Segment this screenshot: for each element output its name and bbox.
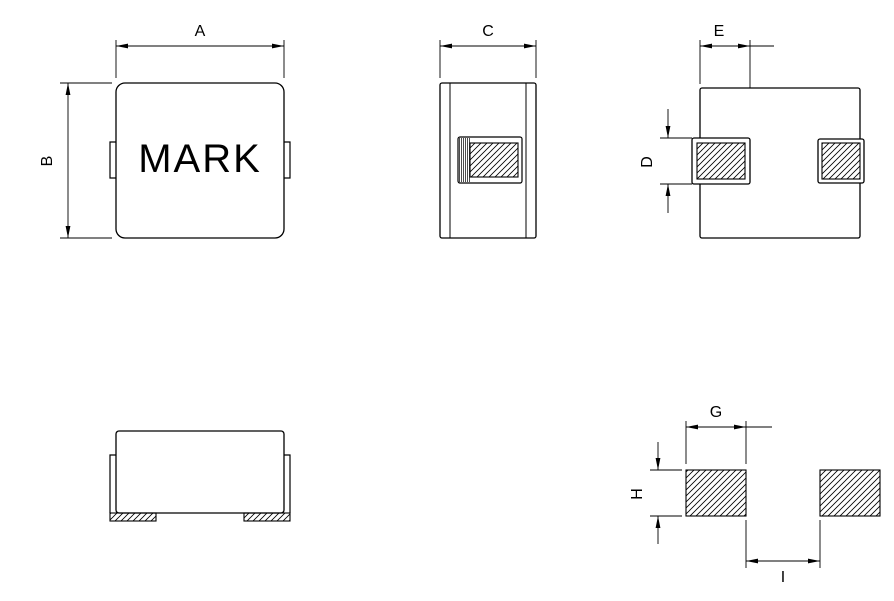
arrowhead [686,424,698,430]
side-terminal [457,136,523,184]
arrowhead [700,43,712,49]
dim-h: H [629,442,682,544]
bottom-view [109,430,291,522]
bottom-left-terminal-side [109,454,116,513]
bottom-left-terminal-foot [109,512,157,522]
bottom-body [115,430,285,514]
front-body [115,82,285,239]
dim-g: G [685,404,772,464]
arrowhead [655,516,661,528]
dim-c-label: C [482,23,494,40]
side-terminal-clip [457,136,523,184]
arrowhead [65,226,71,238]
dim-b-label: B [39,156,56,167]
arrowhead [734,424,746,430]
arrowhead [738,43,750,49]
arrowhead [665,126,671,138]
bottom-right-terminal-foot [243,512,291,522]
dim-d: D [639,109,692,213]
dim-c: C [439,23,537,78]
end-right-terminal [817,138,865,184]
arrowhead [524,43,536,49]
dim-b: B [39,82,112,239]
dim-i: I [745,520,821,586]
bottom-left-terminal [109,454,157,522]
side-terminal-section [469,142,519,178]
arrowhead [808,558,820,564]
arrowhead [272,43,284,49]
end-right-terminal-section [821,142,861,180]
land-pad-left [685,469,747,517]
dim-d-label: D [639,156,656,168]
land-pad-right [819,469,881,517]
dim-a: A [115,23,285,78]
mark-text: MARK [138,137,262,181]
end-view: E D [639,23,865,239]
dim-i-label: I [781,569,785,586]
arrowhead [65,83,71,95]
front-view: A B MARK [39,23,291,239]
arrowhead [116,43,128,49]
bottom-right-terminal [243,454,291,522]
dim-g-label: G [710,404,722,421]
bottom-right-terminal-side [284,454,291,513]
arrowhead [655,458,661,470]
dim-a-label: A [195,23,206,40]
dim-h-label: H [629,488,646,500]
end-left-terminal [691,137,751,185]
end-left-terminal-section [696,142,746,180]
side-view: C [439,23,537,239]
arrowhead [665,184,671,196]
dim-e-label: E [714,23,725,40]
land-pattern-view: G H I [629,404,881,586]
arrowhead [440,43,452,49]
front-right-terminal [284,141,291,179]
front-left-terminal [109,141,116,179]
arrowhead [746,558,758,564]
